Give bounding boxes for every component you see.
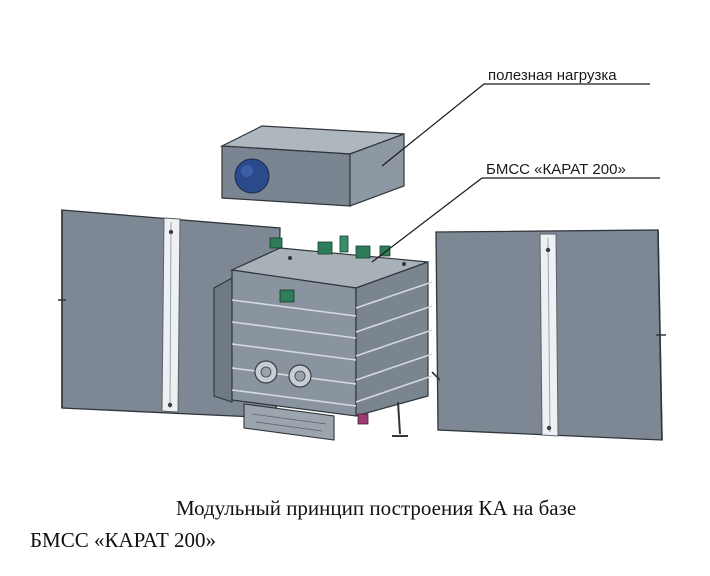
caption-line-2: БМСС «КАРАТ 200» [30,528,217,552]
label-platform-text: БМСС «КАРАТ 200» [486,161,626,178]
platform-body [213,247,441,441]
label-payload-text: полезная нагрузка [488,67,617,84]
right-solar-panel [435,229,666,441]
caption-line-1: Модульный принцип построения КА на базе [176,496,577,520]
top-connectors [269,235,406,303]
label-platform: БМСС «КАРАТ 200» [371,161,660,263]
payload-lens-icon [234,158,270,194]
payload-module [219,125,405,207]
magenta-connector-icon [357,413,369,425]
label-payload: полезная нагрузка [381,67,650,167]
